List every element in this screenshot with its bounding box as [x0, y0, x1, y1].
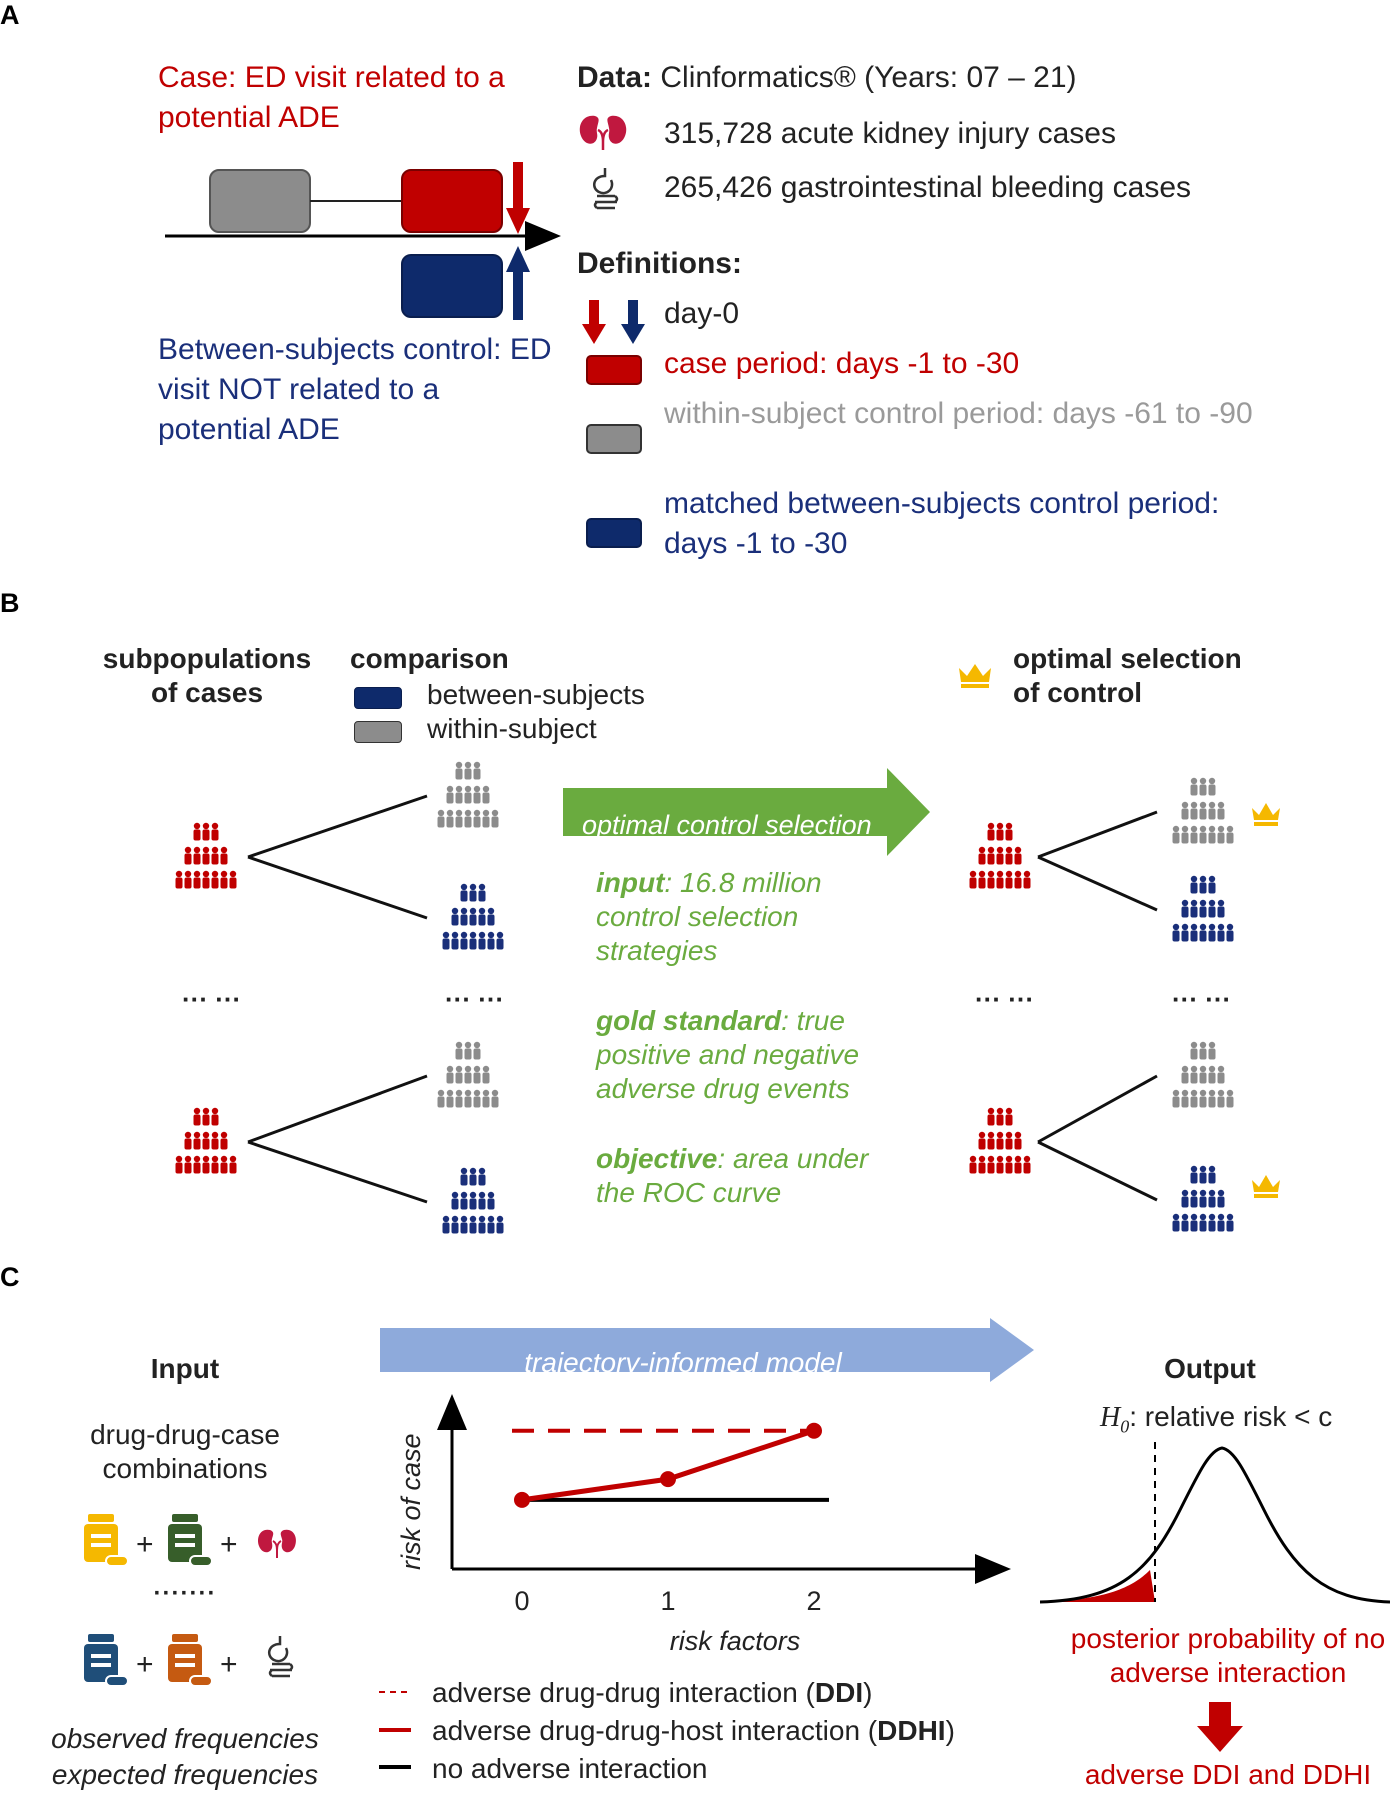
- input-desc-c: drug-drug-case combinations: [90, 1419, 280, 1484]
- between-control-box: [401, 254, 503, 318]
- ellipsis-2: ··· ···: [445, 984, 505, 1014]
- pill-bottle-yellow-icon: [84, 1514, 129, 1567]
- between-crowd: [1172, 875, 1234, 942]
- expected-label: expected frequencies: [51, 1759, 319, 1790]
- legend-between: between-subjects: [427, 679, 645, 710]
- y-axis-label: risk of case: [396, 1433, 426, 1570]
- case-box: [401, 169, 503, 233]
- data-line: Data: Clinformatics® (Years: 07 – 21): [577, 58, 1357, 98]
- case-crowd: [969, 1107, 1031, 1174]
- ellipsis-1: ··· ···: [182, 984, 242, 1014]
- panel-c-letter: C: [0, 1262, 20, 1292]
- within-period-swatch: [586, 424, 642, 454]
- posterior-curve: [1040, 1446, 1390, 1604]
- case-label: Case: ED visit related to a potential AD…: [158, 61, 505, 134]
- svg-text:+: +: [220, 1648, 238, 1681]
- between-crowd: [442, 1167, 504, 1234]
- legend-within: within-subject: [427, 713, 597, 744]
- control-label: Between-subjects control: ED visit NOT r…: [158, 333, 552, 446]
- chart-legend-marks: [379, 1691, 411, 1769]
- day0-up-arrow: [506, 246, 530, 272]
- ellipsis-3: ··· ···: [975, 984, 1035, 1014]
- case-period-swatch: [586, 355, 642, 385]
- posterior-text: posterior probability of no adverse inte…: [1070, 1623, 1386, 1688]
- def-within: within-subject control period: days -61 …: [664, 397, 1253, 430]
- svg-text:+: +: [220, 1528, 238, 1561]
- result-down-arrow: [1197, 1702, 1243, 1752]
- model-label: trajectory-informed model: [524, 1347, 842, 1378]
- input-header: Input: [150, 1353, 220, 1384]
- series-line: [521, 1428, 815, 1503]
- data-point: [514, 1491, 530, 1508]
- objective-desc: objective: area under the ROC curve: [596, 1143, 869, 1208]
- aki-cases: 315,728 acute kidney injury cases: [664, 117, 1116, 150]
- stomach-icon-c: [267, 1636, 294, 1678]
- within-crowd: [437, 1041, 499, 1108]
- legend-none: no adverse interaction: [432, 1753, 708, 1784]
- crown-icon: [959, 664, 991, 688]
- output-header: Output: [1164, 1353, 1256, 1384]
- case-crowd: [969, 822, 1031, 889]
- svg-text:+: +: [136, 1528, 154, 1561]
- kidney-icon: [579, 115, 627, 150]
- panel-b-diagram: [175, 761, 1280, 1234]
- day0-down-arrow: [506, 208, 530, 234]
- pill-bottle-green-icon: [168, 1514, 213, 1567]
- ellipsis-4: ··· ···: [1172, 984, 1232, 1014]
- def-between: matched between-subjects control period:…: [664, 487, 1220, 560]
- optimal-header: optimal selection of control: [1013, 643, 1242, 708]
- pill-bottle-orange-icon: [168, 1634, 213, 1687]
- posterior-distribution: [1040, 1442, 1390, 1604]
- comparison-header: comparison: [350, 643, 509, 674]
- crown-icon-top: [1252, 803, 1280, 826]
- x-tick-label: 0: [514, 1586, 529, 1616]
- timeline-diagram: [165, 162, 561, 320]
- panel-b-letter: B: [0, 588, 20, 618]
- case-crowd: [175, 1107, 237, 1174]
- observed-label: observed frequencies: [51, 1723, 319, 1754]
- result-text: adverse DDI and DDHI: [1084, 1759, 1372, 1790]
- combo-row-2: + +: [84, 1634, 294, 1687]
- data-heading: Data:: [577, 61, 653, 94]
- within-crowd: [1172, 777, 1234, 844]
- definitions-heading: Definitions:: [577, 247, 742, 280]
- optimal-selection-arrow: [563, 768, 930, 856]
- legend-ddi: adverse drug-drug interaction (DDI): [432, 1677, 873, 1708]
- combo-row-1: + +: [84, 1514, 296, 1567]
- legend-between-swatch: [354, 687, 402, 709]
- def-case-period: case period: days -1 to -30: [664, 347, 1020, 380]
- posterior-tail: [1040, 1570, 1155, 1602]
- kidney-icon-c: [258, 1529, 296, 1558]
- x-axis-label: risk factors: [670, 1626, 801, 1656]
- x-tick-label: 2: [806, 1586, 821, 1616]
- within-control-box: [209, 169, 311, 233]
- gi-cases: 265,426 gastrointestinal bleeding cases: [664, 171, 1192, 204]
- arrow-label: optimal control selection: [582, 810, 872, 840]
- pill-bottle-blue-icon: [84, 1634, 129, 1687]
- day0-arrows-icon: [582, 300, 645, 344]
- subpop-header: subpopulations of cases: [102, 643, 312, 708]
- case-crowd: [175, 822, 237, 889]
- gold-standard-desc: gold standard: true positive and negativ…: [596, 1005, 860, 1104]
- between-crowd: [442, 883, 504, 950]
- h0-label: H0: relative risk < c: [1100, 1401, 1333, 1437]
- def-day0: day-0: [664, 297, 740, 330]
- legend-within-swatch: [354, 721, 402, 743]
- between-crowd: [1172, 1165, 1234, 1232]
- legend-ddhi: adverse drug-drug-host interaction (DDHI…: [432, 1715, 955, 1746]
- within-crowd: [437, 761, 499, 828]
- combo-dots: ·······: [153, 1580, 217, 1607]
- svg-text:+: +: [136, 1648, 154, 1681]
- within-crowd: [1172, 1041, 1234, 1108]
- data-point: [660, 1471, 676, 1488]
- stomach-icon: [592, 168, 619, 210]
- x-tick-label: 1: [660, 1586, 675, 1616]
- panel-a-letter: A: [0, 0, 20, 30]
- between-period-swatch: [586, 518, 642, 548]
- input-desc: input: 16.8 million control selection st…: [596, 867, 822, 966]
- risk-chart: 0 1 2 risk of case risk factors: [396, 1394, 1011, 1656]
- data-value: Clinformatics® (Years: 07 – 21): [660, 61, 1077, 94]
- crown-icon-bottom: [1252, 1175, 1280, 1198]
- model-arrow: [380, 1318, 1034, 1382]
